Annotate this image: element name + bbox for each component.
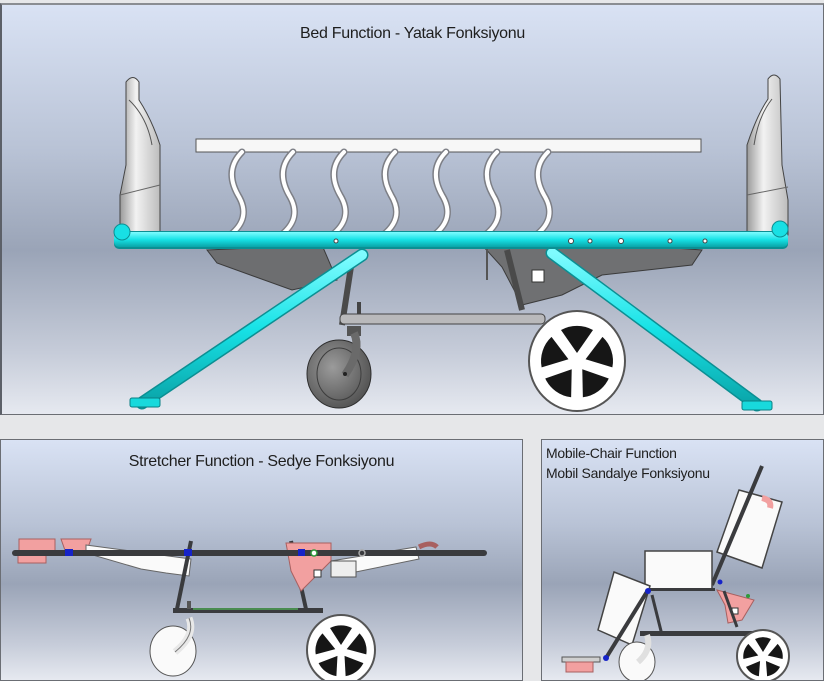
base-tube xyxy=(173,608,323,613)
caster-wheel xyxy=(306,326,372,409)
stretcher-top-rail xyxy=(12,549,487,557)
rail-spring xyxy=(279,150,297,237)
mobile-chair-function-panel: Mobile-Chair Function Mobil Sandalye Fon… xyxy=(541,439,824,681)
mobile-chair-title-en: Mobile-Chair Function xyxy=(546,445,677,461)
bed-function-panel: Bed Function - Yatak Fonksiyonu xyxy=(0,3,824,415)
seat-cushion xyxy=(644,550,715,591)
legrest-tube xyxy=(604,588,650,660)
mobile-chair-illustration xyxy=(561,465,790,680)
chair-rear-wheel xyxy=(736,629,790,680)
rail-spring xyxy=(432,150,450,237)
backrest-tube xyxy=(710,465,764,586)
actuator-left xyxy=(85,544,192,577)
stretcher-rear-wheel xyxy=(306,614,376,680)
bed-function-title: Bed Function - Yatak Fonksiyonu xyxy=(300,25,525,42)
rear-wheel xyxy=(528,310,626,412)
mobile-chair-title-tr: Mobil Sandalye Fonksiyonu xyxy=(546,465,710,481)
head-bracket xyxy=(18,538,56,552)
bed-lift-mechanism xyxy=(206,235,703,326)
rail-spring xyxy=(483,150,501,237)
chair-caster-wheel xyxy=(618,634,656,680)
stretcher-function-title: Stretcher Function - Sedye Fonksiyonu xyxy=(128,453,395,470)
footplate xyxy=(561,656,601,663)
bed-cyan-legs xyxy=(129,246,773,412)
rail-spring xyxy=(381,150,399,237)
bed-cyan-frame xyxy=(113,220,789,249)
left-headboard xyxy=(119,77,161,247)
stretcher-caster-wheel xyxy=(149,616,197,677)
stretcher-function-panel: Stretcher Function - Sedye Fonksiyonu xyxy=(0,439,523,681)
side-rail-springs xyxy=(226,148,553,239)
rail-spring xyxy=(228,150,246,237)
rail-spring xyxy=(534,150,552,237)
stretcher-illustration xyxy=(12,538,487,680)
chair-base-tube xyxy=(640,631,762,636)
rail-spring xyxy=(330,150,348,237)
bed-illustration xyxy=(113,74,789,412)
